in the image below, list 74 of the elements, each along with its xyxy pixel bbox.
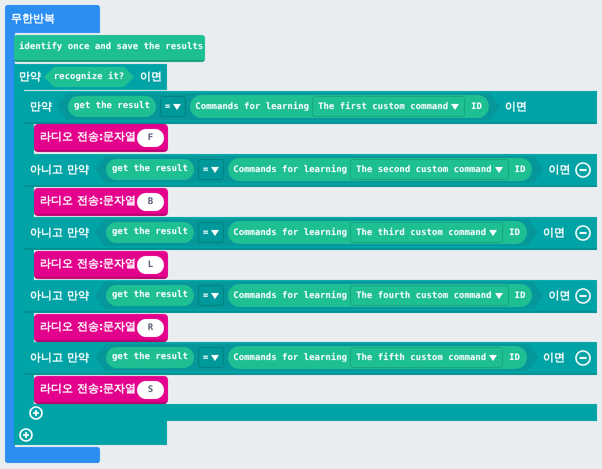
- radio-send-block: [34, 251, 168, 279]
- operator-text: =: [202, 228, 208, 238]
- then-keyword: 이면: [542, 226, 565, 240]
- reporter-block: get the result: [106, 159, 194, 180]
- then-keyword: 이면: [542, 350, 565, 364]
- then-keyword: 이면: [504, 100, 527, 114]
- block-label: 라디오 전송:문자열: [40, 257, 136, 271]
- dropdown-field: [198, 222, 224, 243]
- string-field: F: [137, 129, 164, 147]
- dropdown-value: The fourth custom command: [356, 290, 492, 300]
- else-if-keyword: 아니고 만약: [30, 226, 89, 240]
- block-label: 라디오 전송:문자열: [40, 320, 136, 334]
- dropdown-field: [350, 222, 504, 243]
- dropdown-value: The second custom command: [356, 164, 492, 174]
- id-label: ID: [509, 352, 520, 362]
- id-label: ID: [514, 290, 526, 300]
- block-label: 라디오 전송:문자열: [40, 194, 136, 208]
- dropdown-field: [350, 285, 509, 306]
- reporter-label: Commands for learning: [233, 164, 348, 174]
- dropdown-field: [198, 159, 224, 180]
- id-label: ID: [514, 164, 526, 174]
- radio-send-block: [34, 376, 168, 404]
- else-if-keyword: 아니고 만약: [30, 289, 89, 303]
- operator-text: =: [202, 290, 208, 300]
- operator-text: =: [164, 102, 170, 112]
- reporter-block: get the result: [68, 96, 156, 117]
- block-label: 라디오 전송:문자열: [40, 382, 136, 396]
- then-keyword: 이면: [548, 162, 570, 176]
- operator-text: =: [202, 164, 208, 174]
- id-label: ID: [471, 102, 482, 112]
- dropdown-field: [160, 96, 186, 117]
- block-label: 라디오 전송:문자열: [40, 130, 136, 144]
- else-if-keyword: 아니고 만약: [30, 163, 89, 177]
- reporter-block: [228, 158, 532, 181]
- string-field: B: [137, 193, 164, 211]
- dropdown-value: The fifth custom command: [356, 352, 486, 362]
- radio-send-block: [34, 124, 168, 152]
- reporter-block: [228, 346, 527, 369]
- reporter-label: Commands for learning: [195, 102, 310, 112]
- string-field: L: [137, 256, 164, 274]
- dropdown-value: The first custom command: [318, 102, 448, 112]
- statement-block: identify once and save the results: [14, 35, 205, 62]
- if-branch-row: [24, 280, 597, 313]
- dropdown-field: [350, 159, 509, 180]
- radio-send-block: [34, 188, 168, 216]
- if-branch-row: [24, 91, 597, 124]
- reporter-block: [190, 95, 489, 118]
- reporter-block: get the result: [106, 285, 194, 306]
- then-keyword: 이면: [140, 70, 162, 84]
- dropdown-field: [198, 285, 224, 306]
- reporter-label: Commands for learning: [233, 228, 348, 238]
- radio-send-block: [34, 314, 168, 342]
- reporter-block: get the result: [106, 347, 194, 368]
- reporter-label: Commands for learning: [233, 290, 348, 300]
- string-field: S: [137, 381, 164, 399]
- dropdown-field: [198, 347, 224, 368]
- if-branch-row: [24, 217, 597, 250]
- operator-text: =: [202, 352, 208, 362]
- loop-label: 무한반복: [11, 12, 55, 26]
- else-if-keyword: 아니고 만약: [30, 351, 89, 365]
- dropdown-field: [350, 347, 504, 368]
- if-keyword: 만약: [30, 100, 52, 114]
- reporter-block: [228, 221, 527, 244]
- reporter-block: get the result: [106, 222, 194, 243]
- reporter-label: Commands for learning: [233, 352, 348, 362]
- if-branch-row: [24, 154, 597, 187]
- id-label: ID: [509, 228, 520, 238]
- dropdown-value: The third custom command: [356, 228, 486, 238]
- string-field: R: [137, 319, 164, 337]
- reporter-block: [228, 284, 532, 307]
- if-branch-row: [24, 342, 597, 375]
- dropdown-field: [312, 96, 466, 117]
- if-keyword: 만약: [19, 70, 41, 84]
- then-keyword: 이면: [548, 288, 570, 302]
